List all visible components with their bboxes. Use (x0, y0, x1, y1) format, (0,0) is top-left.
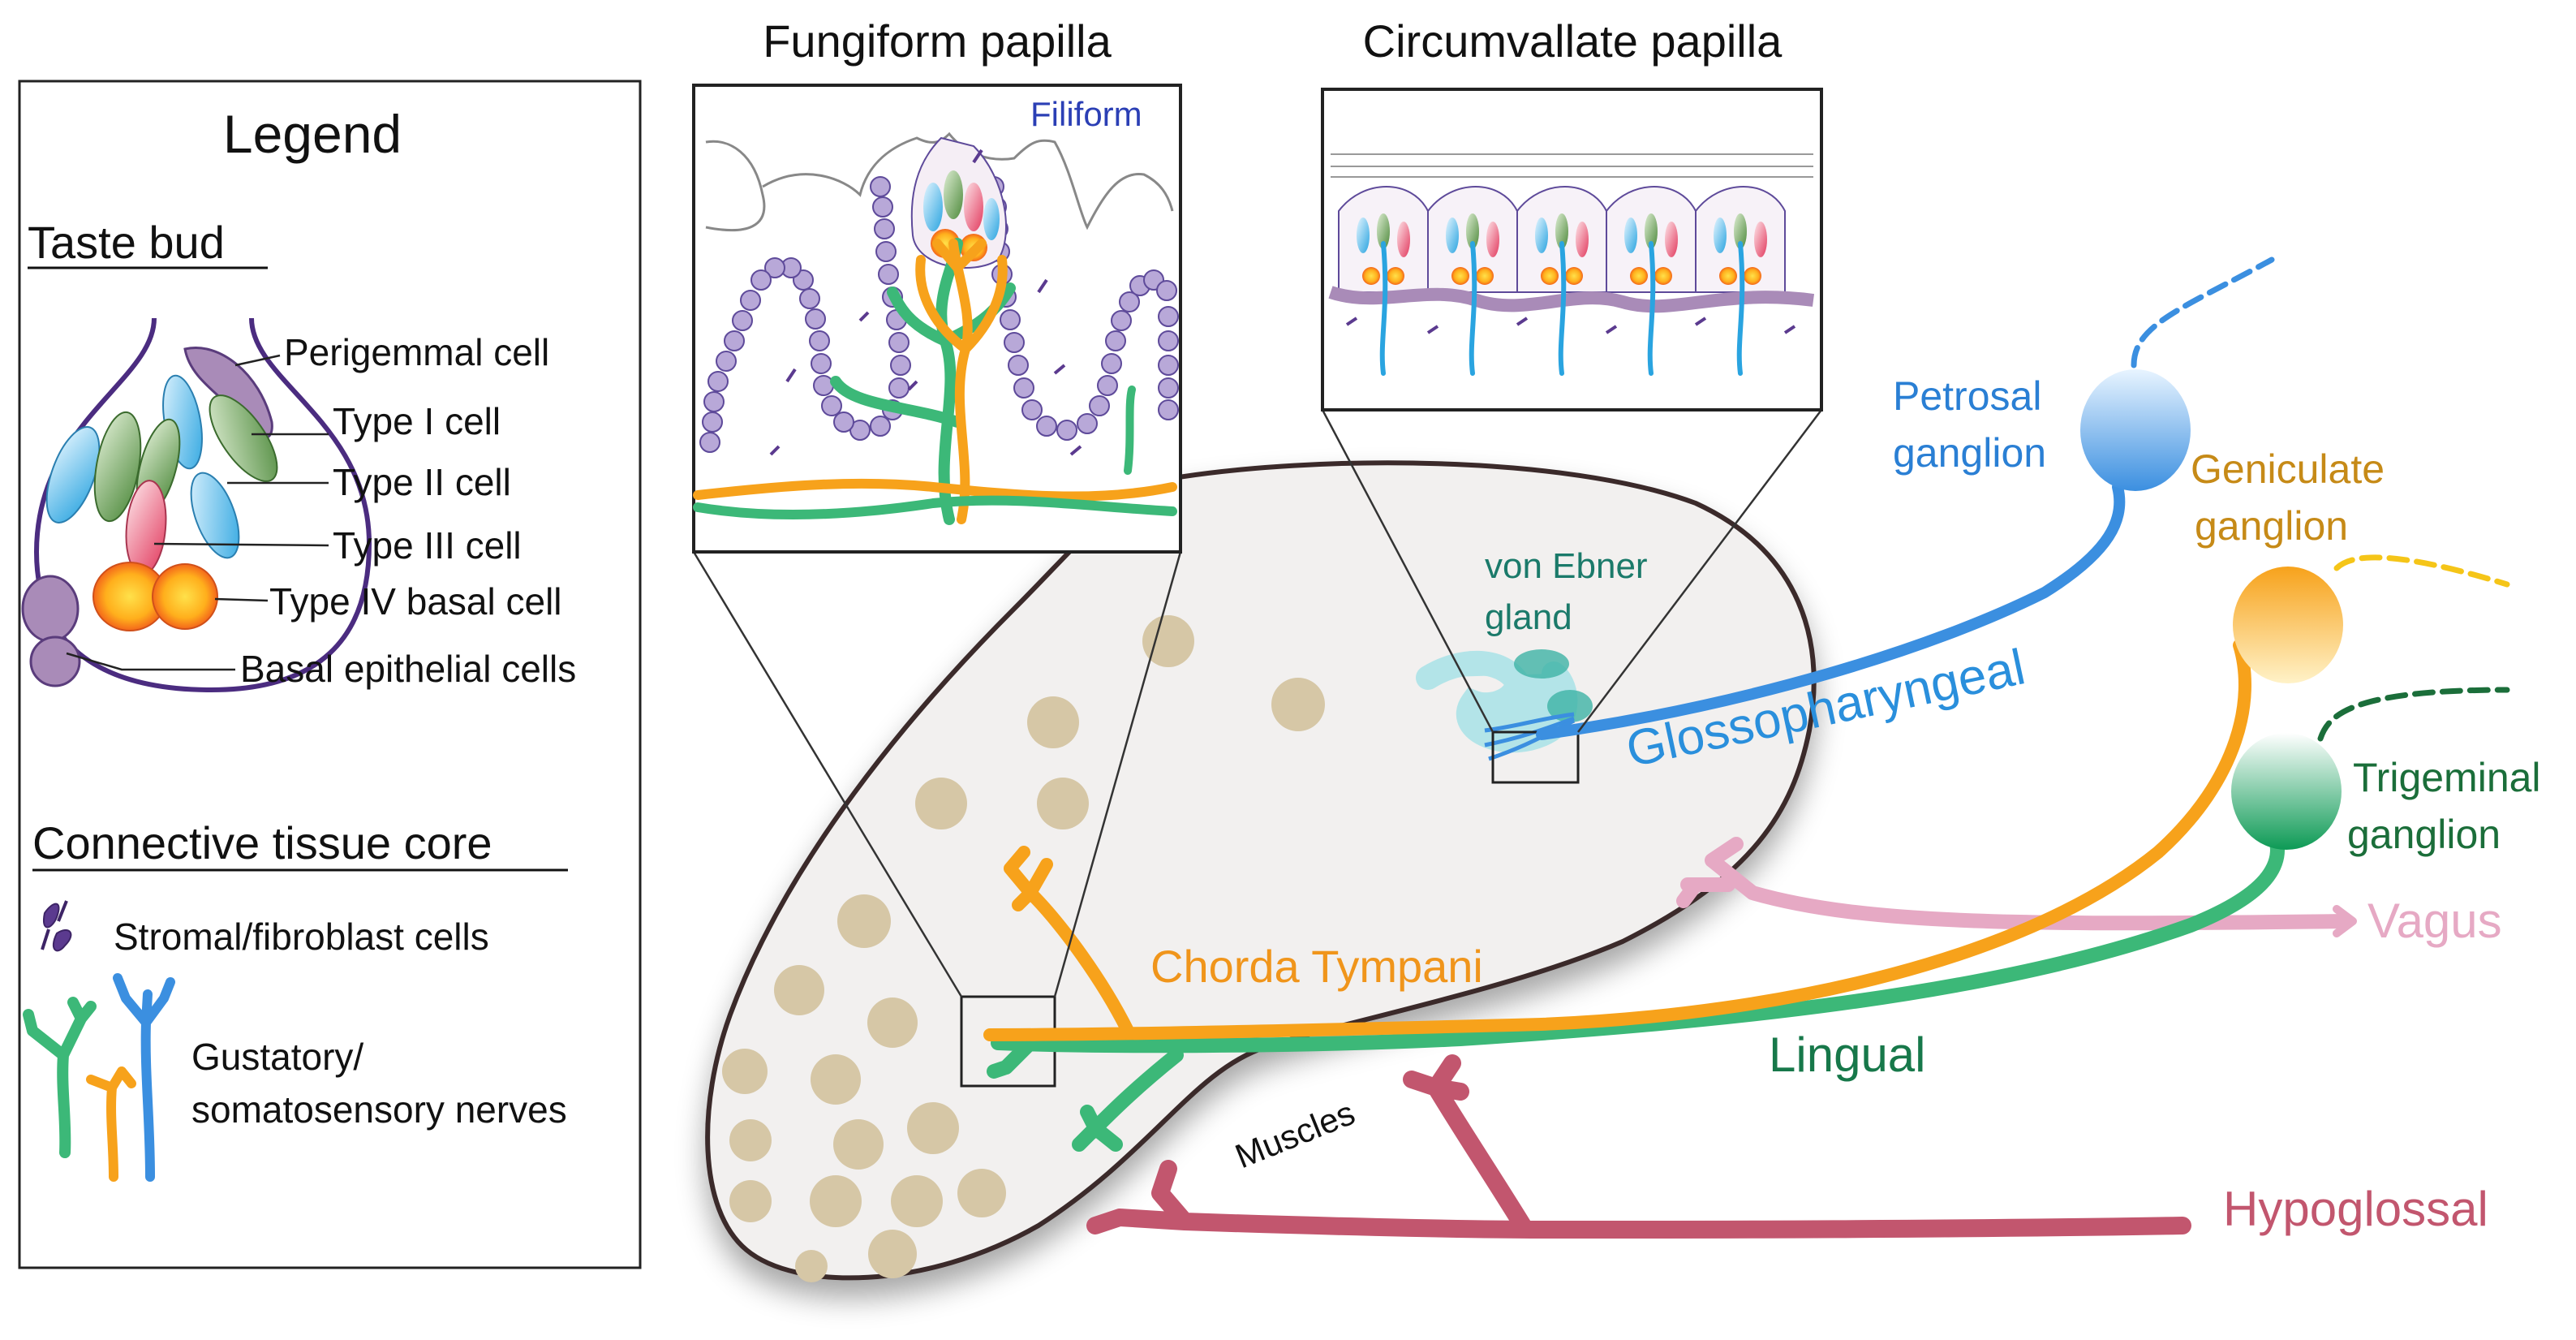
geniculate-ganglion (2233, 567, 2343, 683)
basal-label: Basal epithelial cells (240, 648, 576, 690)
von-ebner-gland (1416, 649, 1593, 761)
circumvallate-zoom-box (1491, 730, 1580, 784)
geniculate-dashed (2333, 554, 2510, 588)
papilla (811, 1054, 861, 1105)
geniculate-label-1: Geniculate (2191, 446, 2385, 492)
trigeminal-label-1: Trigeminal (2353, 755, 2541, 800)
circumvallate-cells (1357, 213, 1767, 285)
papilla (774, 965, 824, 1015)
hypoglossal-nerve (1086, 1054, 2191, 1239)
circumvallate-stromal (1345, 317, 1796, 334)
circumvallate-buds (1338, 186, 1786, 293)
nerves-label-1: Gustatory/ (191, 1036, 363, 1078)
circumvallate-title: Circumvallate papilla (1363, 15, 1783, 67)
type2-label: Type II cell (333, 461, 511, 503)
trigeminal-ganglion (2231, 733, 2342, 850)
chorda-tympani-nerve (983, 639, 2251, 1041)
trigeminal-label-2: ganglion (2347, 812, 2501, 857)
stromal-cell-icon (41, 900, 72, 952)
nerves-label-2: somatosensory nerves (191, 1088, 567, 1131)
type1-cell (45, 426, 101, 524)
chorda-tympani-label: Chorda Tympani (1150, 941, 1483, 992)
papilla (1037, 778, 1089, 829)
von-ebner-label-1: von Ebner (1485, 546, 1648, 586)
fungiform-inset: Filiform (692, 84, 1182, 554)
geniculate-label-2: ganglion (2195, 503, 2348, 549)
stromal-cells (769, 149, 1082, 456)
petrosal-dashed (2131, 256, 2275, 368)
papilla (1271, 678, 1325, 731)
stromal-label: Stromal/fibroblast cells (114, 916, 489, 958)
papilla (833, 1119, 884, 1170)
papilla (891, 1175, 943, 1227)
ganglia (2080, 369, 2343, 850)
type1-cell (190, 472, 240, 559)
papilla (867, 997, 918, 1048)
vagus-label: Vagus (2367, 894, 2502, 948)
orange-nerve-icon (86, 1066, 136, 1182)
hypoglossal-label: Hypoglossal (2223, 1182, 2488, 1236)
type4-label: Type IV basal cell (269, 580, 562, 623)
type2-cell (209, 394, 278, 482)
papilla (729, 1180, 772, 1222)
perigemmal-label: Perigemmal cell (284, 331, 549, 373)
circumvallate-nerves (1379, 241, 1745, 376)
von-ebner-label-2: gland (1485, 597, 1572, 637)
papilla (1027, 696, 1079, 748)
trigeminal-dashed (2317, 687, 2510, 742)
nerves (983, 256, 2510, 1239)
basal-epithelial-cell (29, 636, 81, 687)
petrosal-label-2: ganglion (1893, 430, 2046, 476)
papillae (722, 615, 1325, 1282)
type3-label: Type III cell (333, 524, 522, 567)
papilla (957, 1169, 1006, 1217)
legend-panel: Legend Taste bud (18, 80, 642, 1269)
type4-basal-cell (152, 563, 218, 630)
taste-bud-heading: Taste bud (28, 217, 225, 268)
papilla (1142, 615, 1194, 667)
vagus-nerve (1676, 837, 2352, 931)
papilla (837, 894, 891, 948)
nerve-icons (23, 973, 175, 1182)
lingual-nerve (987, 821, 2285, 1152)
papilla (810, 1175, 862, 1227)
type1-label: Type I cell (333, 400, 501, 442)
papilla (795, 1250, 828, 1282)
glossopharyngeal-nerve (1536, 481, 2126, 740)
lingual-label: Lingual (1769, 1028, 1926, 1082)
papilla (729, 1119, 772, 1161)
filiform-label: Filiform (1030, 95, 1142, 133)
petrosal-label-1: Petrosal (1893, 373, 2041, 419)
circumvallate-inset (1321, 88, 1823, 411)
green-nerve-icon (23, 997, 97, 1158)
muscles-label: Muscles (1230, 1093, 1360, 1175)
papilla (907, 1102, 959, 1154)
papilla (868, 1230, 917, 1278)
legend-title: Legend (223, 104, 402, 164)
connective-heading: Connective tissue core (32, 817, 492, 868)
fungiform-title: Fungiform papilla (763, 15, 1112, 67)
tongue: von Ebner gland Muscles (705, 460, 1817, 1282)
petrosal-ganglion (2080, 369, 2191, 491)
taste-bud-illustration (21, 317, 372, 693)
basal-epithelial-cell (21, 575, 80, 643)
inset-connectors (692, 409, 1822, 997)
papilla (722, 1049, 768, 1094)
papilla (915, 778, 967, 829)
blue-nerve-icon (113, 973, 175, 1182)
